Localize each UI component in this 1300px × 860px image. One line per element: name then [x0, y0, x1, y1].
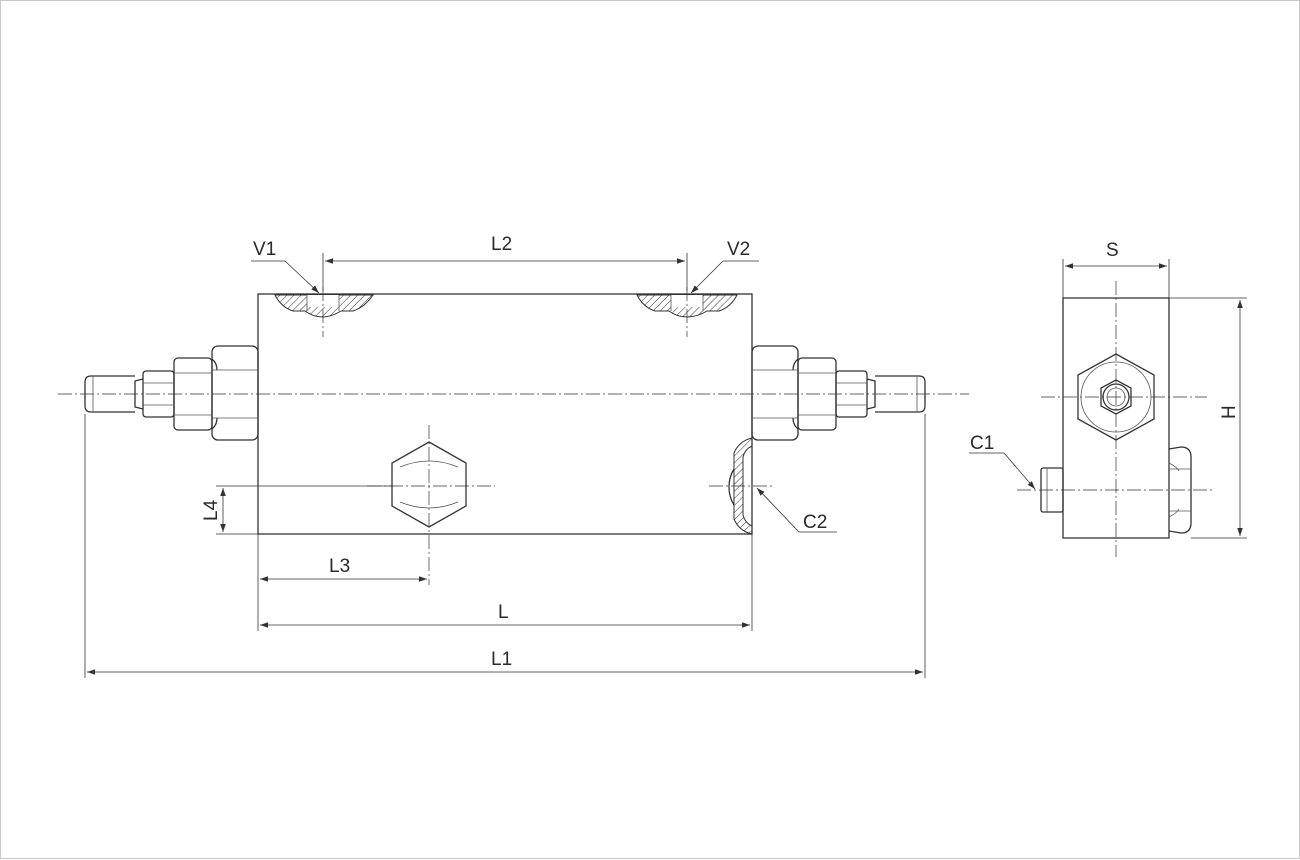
label-v2: V2 — [727, 239, 750, 260]
port-v2-section — [636, 287, 738, 337]
dim-l3 — [257, 534, 427, 631]
label-s: S — [1106, 240, 1119, 261]
left-cartridge — [84, 345, 259, 441]
side-right-plug — [1168, 446, 1192, 534]
label-l3: L3 — [329, 556, 350, 577]
label-h: H — [1219, 405, 1240, 419]
label-l1: L1 — [491, 649, 512, 670]
port-v1-section — [274, 287, 374, 337]
leader-c2 — [756, 487, 837, 533]
dim-l4 — [216, 485, 392, 535]
label-c1: C1 — [970, 433, 994, 454]
label-v1: V1 — [253, 239, 276, 260]
dim-s — [1062, 259, 1170, 298]
leader-v2 — [690, 260, 759, 294]
right-cartridge — [751, 345, 926, 441]
dim-l2 — [322, 253, 688, 291]
valve-body — [257, 293, 753, 535]
front-hex-plug — [367, 425, 495, 585]
side-c1-fitting — [1040, 467, 1064, 513]
label-l4: L4 — [201, 499, 222, 521]
front-view — [58, 253, 969, 678]
leader-c1 — [969, 452, 1036, 490]
label-c2: C2 — [803, 512, 827, 533]
side-view — [969, 259, 1247, 557]
side-hex-nut — [1077, 353, 1155, 441]
dim-l1 — [84, 414, 926, 678]
label-l2: L2 — [491, 234, 512, 255]
leader-v1 — [251, 260, 320, 294]
dim-h — [1169, 297, 1247, 539]
dim-l — [260, 534, 753, 631]
label-l: L — [498, 602, 509, 623]
port-c2-section — [709, 437, 773, 535]
